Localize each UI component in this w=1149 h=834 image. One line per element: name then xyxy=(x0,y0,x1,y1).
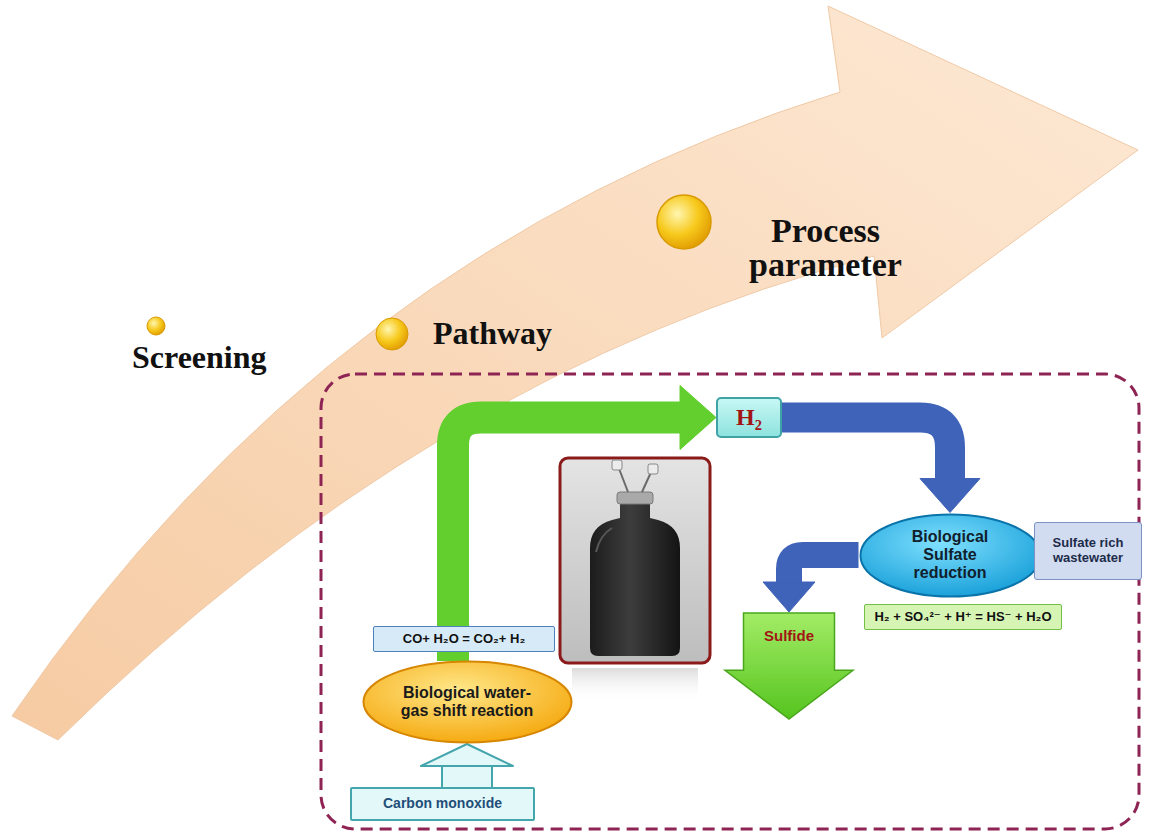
arrow-head xyxy=(920,479,980,513)
arrow-head xyxy=(421,744,513,766)
arrow-body xyxy=(453,418,681,662)
equation-box: CO+ H₂O = CO₂+ H₂ xyxy=(373,626,555,652)
node-text: Sulfide xyxy=(764,628,814,645)
feed-arrow xyxy=(421,744,513,787)
node-text: H₂ xyxy=(736,404,762,431)
stage-label: Process parameter xyxy=(733,214,918,282)
node-text: Sulfate rich wastewater xyxy=(1042,536,1134,565)
node-text: CO+ H₂O = CO₂+ H₂ xyxy=(403,632,525,647)
arrow-outline xyxy=(725,613,853,719)
node-text: Biological Sulfate reduction xyxy=(890,528,1010,582)
process-ellipse: Biological water-gas shift reaction xyxy=(362,660,573,744)
node-text: Biological water-gas shift reaction xyxy=(397,684,537,720)
arrow-outline xyxy=(441,765,493,787)
stage-dot xyxy=(376,318,408,350)
arrow-body xyxy=(443,765,491,787)
product-box: H₂ xyxy=(716,397,782,438)
flow-arrow xyxy=(782,418,980,513)
arrow-body xyxy=(782,418,950,480)
dashed-region xyxy=(321,374,1139,829)
node-text: Carbon monoxide xyxy=(383,796,502,812)
process-ellipse: Biological Sulfate reduction xyxy=(859,513,1042,598)
equation-box: H₂ + SO₄²⁻ + H⁺ = HS⁻ + H₂O xyxy=(864,604,1062,630)
stage-label: Screening xyxy=(132,341,267,373)
ellipse-outline xyxy=(363,662,571,743)
flow-arrow xyxy=(763,555,859,612)
node-text: H₂ + SO₄²⁻ + H⁺ = HS⁻ + H₂O xyxy=(874,610,1051,625)
arrow-head xyxy=(763,582,815,612)
ellipse-outline xyxy=(860,514,1040,596)
output-arrow: Sulfide xyxy=(724,612,854,720)
stage-dot xyxy=(657,195,711,249)
flow-arrow xyxy=(453,386,716,662)
arrow-head xyxy=(680,386,716,450)
bottle-photo xyxy=(560,458,710,702)
stage-dot xyxy=(147,317,165,335)
input-box: Carbon monoxide xyxy=(350,787,535,821)
arrow-body xyxy=(789,555,859,583)
input-box: Sulfate rich wastewater xyxy=(1034,522,1142,580)
stage-label: Pathway xyxy=(433,317,552,349)
